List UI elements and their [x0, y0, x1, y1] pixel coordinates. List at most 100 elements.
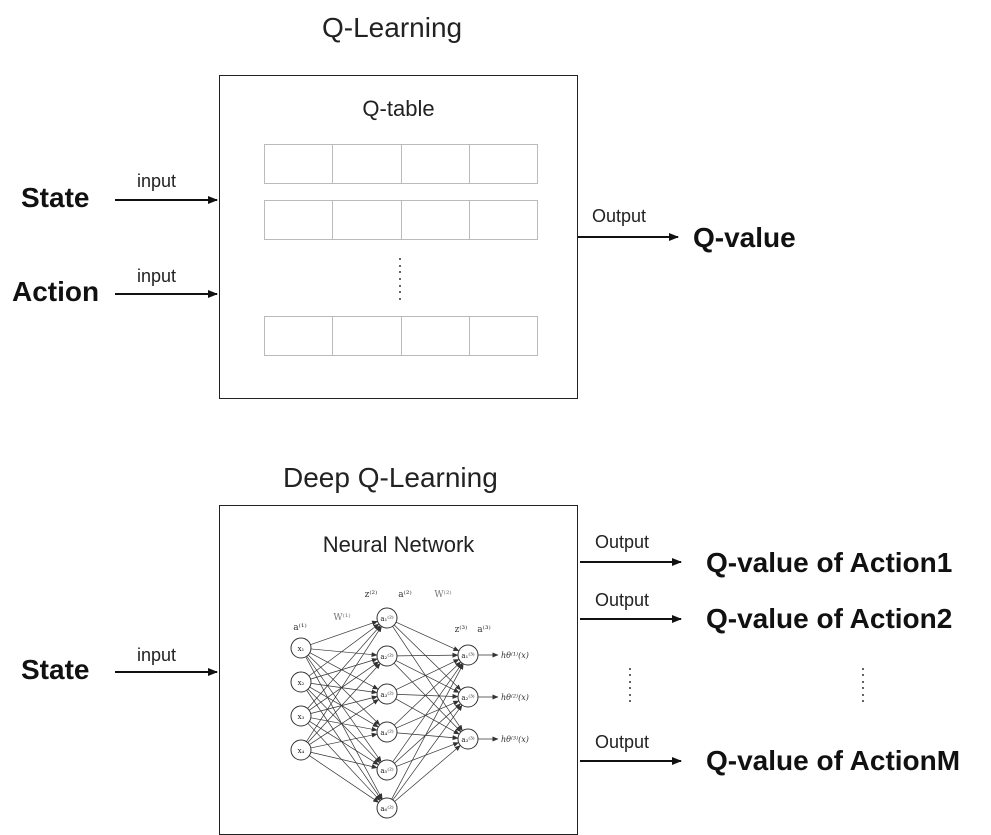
- nn-input-node: [290, 637, 312, 659]
- q-table-title: Q-table: [362, 96, 435, 121]
- q-value-actionm: Q-value of ActionM: [706, 745, 961, 776]
- nn-edge-hidden-output: [396, 693, 459, 699]
- nn-edge-hidden-output: [394, 703, 461, 764]
- nn-hidden-node: [376, 645, 398, 667]
- nn-hidden-node: [376, 759, 398, 781]
- nn-edge-input-hidden: [309, 699, 380, 745]
- nn-hidden-z-label: z⁽²⁾: [365, 589, 378, 600]
- deep-q-learning-title: Deep Q-Learning: [283, 462, 498, 493]
- nn-edge-hidden-output: [396, 732, 459, 741]
- nn-edge-hidden-output: [391, 663, 464, 800]
- nn-edge-input-hidden: [307, 688, 381, 764]
- nn-hidden-node: [376, 607, 398, 629]
- output-edges-ellipsis: [629, 668, 633, 702]
- nn-input-node-label: x₄: [298, 747, 305, 755]
- action-edge-label: input: [137, 266, 177, 286]
- nn-edge-input-hidden: [307, 663, 381, 743]
- nn-edge-hidden-output: [393, 624, 462, 691]
- nn-edge-input-hidden: [309, 652, 379, 690]
- nn-input-node: [290, 671, 312, 693]
- nn-edge-input-hidden: [310, 751, 378, 769]
- nn-weight-label-2: W⁽²⁾: [434, 589, 451, 600]
- dqn-state-input-label: State: [21, 654, 90, 685]
- nn-weight-label-1: W⁽¹⁾: [333, 612, 350, 623]
- nn-input-node-label: x₁: [298, 645, 305, 653]
- neural-network-title: Neural Network: [322, 532, 475, 557]
- nn-hidden-node-label: a₆⁽²⁾: [380, 804, 394, 813]
- nn-edge-hidden-output: [392, 662, 463, 763]
- nn-output-node-label: a₃⁽³⁾: [461, 735, 475, 744]
- nn-edge-input-hidden: [310, 648, 378, 658]
- nn-edge-hidden-output: [395, 621, 460, 652]
- nn-hidden-node-label: a₄⁽²⁾: [380, 728, 394, 737]
- nn-output-z-label: z⁽³⁾: [455, 624, 468, 635]
- q-table-box: Q-table: [219, 75, 578, 399]
- nn-edge-input-hidden: [310, 717, 378, 732]
- nn-edge-input-hidden: [307, 654, 381, 726]
- nn-edge-input-hidden: [310, 620, 379, 646]
- nn-edge-hidden-output: [395, 659, 460, 690]
- nn-edge-input-hidden: [309, 686, 379, 728]
- nn-hidden-node: [376, 721, 398, 743]
- nn-edge-hidden-output: [395, 660, 460, 693]
- q-value-output: Q-value: [693, 222, 796, 253]
- nn-edge-hidden-output: [394, 745, 461, 802]
- nn-input-layer-label: a⁽¹⁾: [293, 622, 306, 633]
- dqn-input-edge-label: input: [137, 645, 177, 665]
- neural-network-box: Neural Network: [219, 505, 578, 835]
- nn-edge-input-hidden: [305, 656, 383, 800]
- nn-hidden-a-label: a⁽²⁾: [398, 589, 411, 600]
- nn-hidden-node-label: a₁⁽²⁾: [380, 614, 394, 623]
- q-table-ellipsis: [399, 258, 403, 300]
- q-table-row: [264, 200, 538, 240]
- nn-edge-input-hidden: [310, 658, 378, 680]
- q-value-action2: Q-value of Action2: [706, 603, 953, 634]
- nn-edge-input-hidden: [306, 690, 382, 801]
- nn-hidden-node: [376, 683, 398, 705]
- nn-edge-hidden-output: [393, 662, 462, 733]
- nn-edge-input-hidden: [309, 755, 380, 803]
- nn-edge-input-hidden: [308, 623, 380, 677]
- nn-edge-input-hidden: [306, 625, 382, 742]
- nn-edge-input-hidden: [310, 683, 378, 695]
- nn-edge-input-hidden: [310, 732, 378, 749]
- dqn-output-edge-label-2: Output: [595, 590, 650, 610]
- nn-input-node-label: x₂: [298, 679, 305, 687]
- nn-edge-input-hidden: [307, 625, 381, 709]
- nn-input-node: [290, 739, 312, 761]
- dqn-output-edge-label-m: Output: [595, 732, 650, 752]
- state-input-label: State: [21, 182, 90, 213]
- output-values-ellipsis: [862, 668, 866, 702]
- nn-edge-input-hidden: [310, 695, 378, 714]
- nn-edge-hidden-output: [392, 704, 463, 801]
- q-learning-title: Q-Learning: [322, 12, 463, 43]
- neural-network-graph: x₁ x₂ x₃ x₄ a₁⁽²⁾ a₂⁽²⁾ a₃⁽²⁾ a₄⁽²⁾ a₅⁽²⁾ a₆⁽²⁾ a₁…: [290, 607, 529, 819]
- q-output-edge-label: Output: [592, 206, 647, 226]
- nn-output-function-label: hθ⁽³⁾(x): [501, 735, 529, 744]
- nn-input-node: [290, 705, 312, 727]
- nn-hidden-node-label: a₂⁽²⁾: [380, 652, 394, 661]
- nn-hidden-node-label: a₃⁽²⁾: [380, 690, 394, 699]
- nn-edge-hidden-output: [394, 661, 462, 726]
- nn-output-a-label: a⁽³⁾: [477, 624, 490, 635]
- q-table-row: [264, 316, 538, 356]
- nn-edge-input-hidden: [306, 655, 382, 763]
- nn-output-node-label: a₁⁽³⁾: [461, 651, 475, 660]
- nn-edge-hidden-output: [396, 700, 460, 729]
- action-input-label: Action: [12, 276, 100, 307]
- nn-input-node-label: x₃: [298, 713, 305, 721]
- nn-hidden-node-label: a₅⁽²⁾: [380, 766, 394, 775]
- state-edge-label: input: [137, 171, 177, 191]
- nn-output-function-label: hθ⁽²⁾(x): [501, 693, 529, 702]
- nn-edge-hidden-output: [395, 698, 460, 735]
- nn-output-node-label: a₂⁽³⁾: [461, 693, 475, 702]
- nn-edge-input-hidden: [309, 661, 380, 711]
- nn-edge-input-hidden: [307, 723, 381, 802]
- q-table-row: [264, 144, 538, 184]
- nn-edge-hidden-output: [392, 626, 463, 732]
- q-value-action1: Q-value of Action1: [706, 547, 953, 578]
- nn-hidden-node: [376, 797, 398, 819]
- dqn-output-edge-label-1: Output: [595, 532, 650, 552]
- nn-edge-hidden-output: [396, 742, 460, 767]
